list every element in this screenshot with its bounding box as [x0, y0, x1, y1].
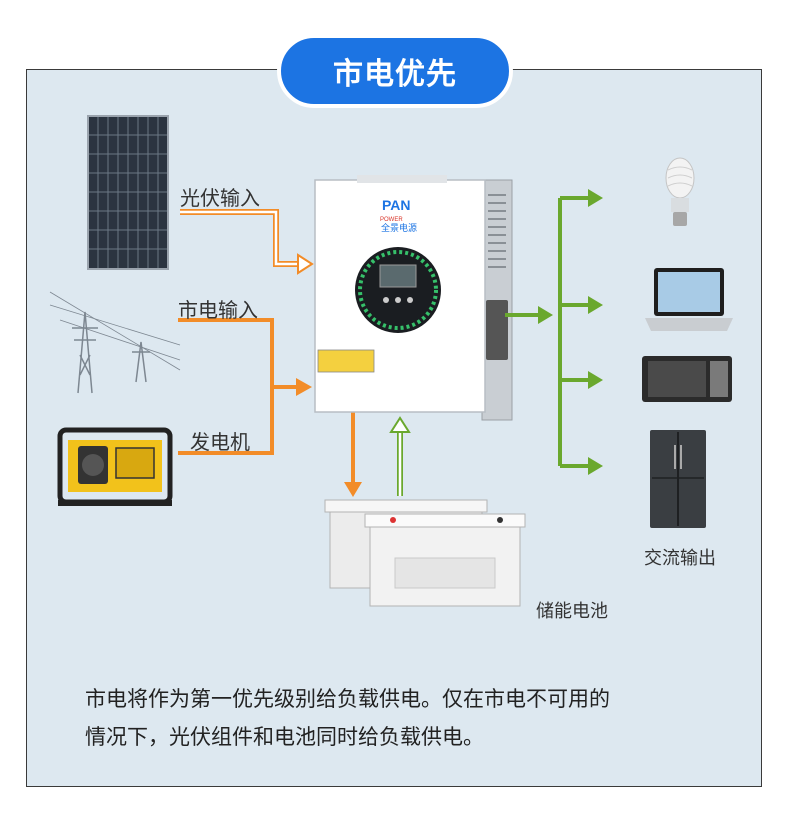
laptop-icon — [645, 268, 733, 331]
solar-panel-icon — [87, 115, 169, 270]
grid-input-label: 市电输入 — [178, 298, 258, 322]
power-tower-icon — [49, 291, 181, 394]
output-flow-lines — [505, 196, 590, 468]
brand-logo: PAN — [382, 197, 411, 213]
description: 市电将作为第一优先级别给负载供电。仅在市电不可用的 情况下，光伏组件和电池同时给… — [85, 680, 725, 756]
microwave-icon — [642, 356, 732, 402]
page-title: 市电优先 — [333, 57, 457, 92]
input-flow-lines — [178, 209, 411, 497]
generator-label: 发电机 — [190, 430, 250, 454]
brand-sub: POWER — [380, 217, 403, 223]
description-line-1: 市电将作为第一优先级别给负载供电。仅在市电不可用的 — [85, 687, 610, 711]
battery-icon — [324, 499, 526, 607]
title-pill: 市电优先 — [277, 34, 513, 108]
solar-input-label: 光伏输入 — [180, 186, 260, 210]
ac-output-label: 交流输出 — [644, 548, 716, 569]
output-arrows — [538, 189, 603, 475]
brand-cn: 全景电源 — [381, 222, 417, 234]
refrigerator-icon — [650, 430, 706, 528]
description-line-2: 情况下，光伏组件和电池同时给负载供电。 — [85, 725, 484, 749]
lamp-icon — [665, 157, 695, 226]
inverter-device — [314, 175, 513, 421]
battery-label: 储能电池 — [536, 601, 608, 622]
generator-icon — [57, 427, 173, 506]
